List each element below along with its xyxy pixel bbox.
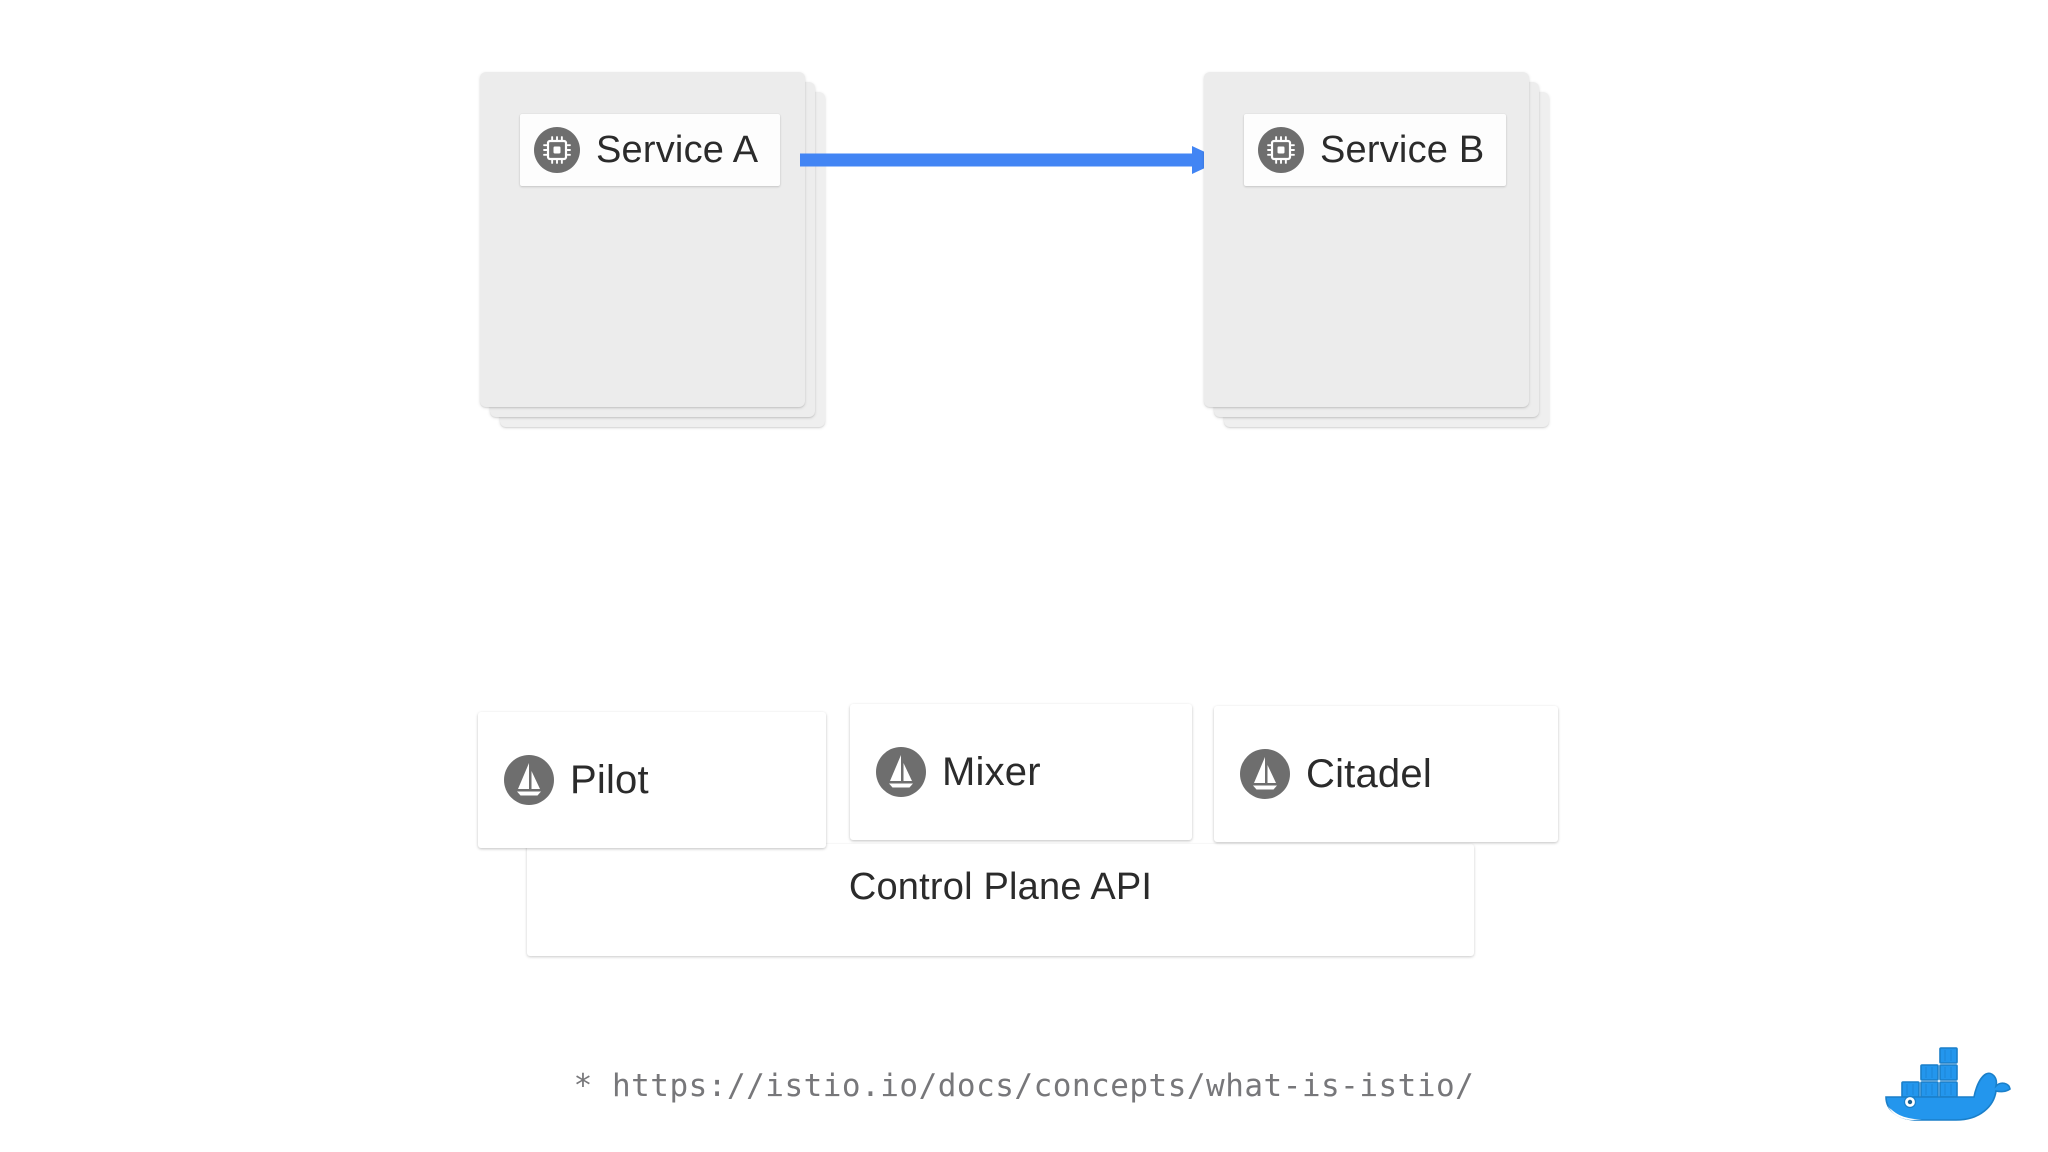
control-plane-api-label: Control Plane API (848, 866, 1153, 908)
control-plane-card-pilot[interactable]: Pilot (478, 712, 826, 848)
service-b-name: Service B (1320, 129, 1485, 171)
control-plane-citadel-label: Citadel (1306, 752, 1432, 796)
control-plane-card-mixer[interactable]: Mixer (850, 704, 1192, 840)
istio-sail-icon (1240, 749, 1290, 799)
chip-icon (1258, 127, 1304, 173)
docker-whale-logo (1874, 1034, 2012, 1134)
control-plane-mixer-label: Mixer (942, 750, 1041, 794)
control-plane-pilot-label: Pilot (570, 758, 649, 802)
chip-icon (534, 127, 580, 173)
service-box-b[interactable]: Service B (1204, 72, 1549, 427)
control-plane-api-box[interactable]: Control Plane API (527, 844, 1474, 956)
istio-sail-icon (876, 747, 926, 797)
service-b-label-card[interactable]: Service B (1244, 114, 1507, 186)
service-box-a[interactable]: Service A (480, 72, 825, 427)
source-footnote: * https://istio.io/docs/concepts/what-is… (573, 1068, 1475, 1104)
istio-sail-icon (504, 755, 554, 805)
service-a-label-card[interactable]: Service A (520, 114, 781, 186)
control-plane-card-citadel[interactable]: Citadel (1214, 706, 1558, 842)
service-a-name: Service A (596, 129, 759, 171)
arrow-right-icon (800, 140, 1230, 180)
